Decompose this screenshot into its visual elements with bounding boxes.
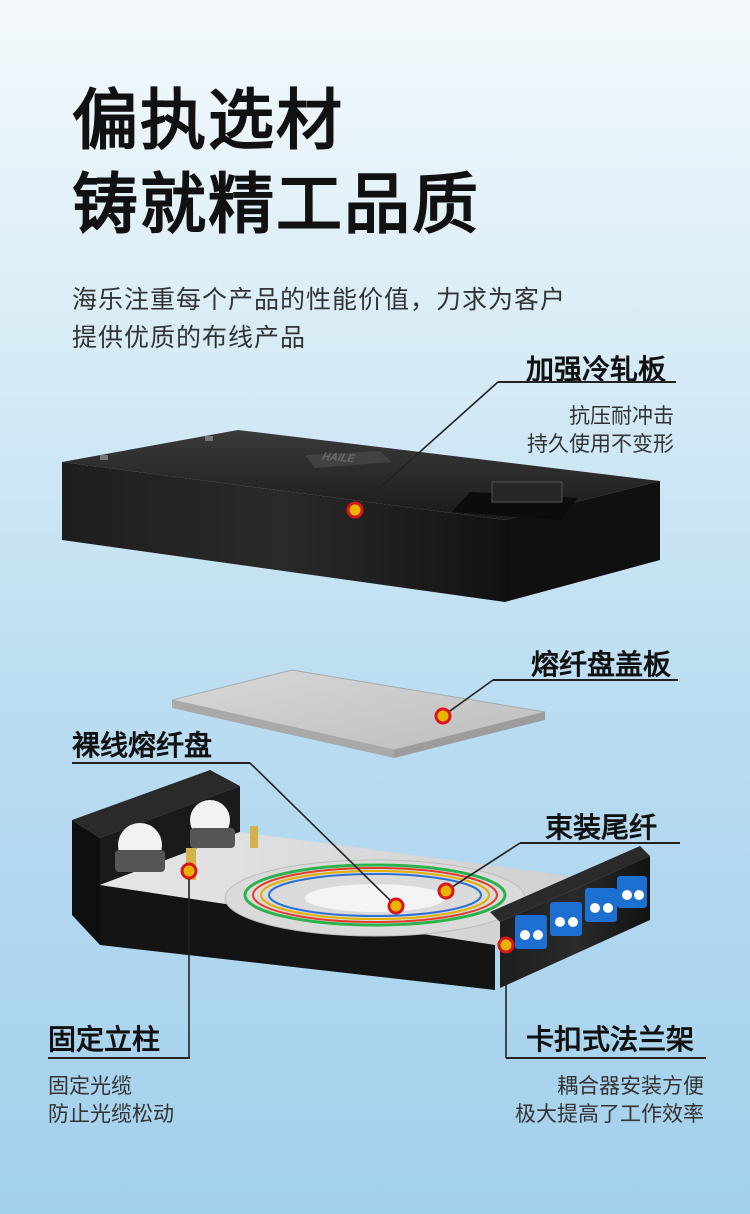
splice-tray-label: 裸线熔纤盘 [72, 729, 213, 762]
fixing-post-label: 固定立柱 [48, 1023, 161, 1056]
headline-line1: 偏执选材 [72, 82, 344, 159]
pigtail-rule [520, 842, 680, 844]
top-cover-desc1: 抗压耐冲击 [569, 404, 674, 428]
brand-mark: HAILE [319, 450, 358, 466]
flange-rule [506, 1057, 706, 1059]
fixing-post-desc2: 防止光缆松动 [48, 1102, 174, 1126]
top-cover [62, 430, 660, 602]
top-cover-label: 加强冷轧板 [526, 353, 667, 386]
fixing-post-desc1: 固定光缆 [48, 1074, 132, 1098]
intro-line2: 提供优质的布线产品 [72, 323, 307, 352]
splice-cover-rule [493, 679, 678, 681]
flange-desc1: 耦合器安装方便 [557, 1074, 704, 1098]
splice-tray-rule [72, 762, 250, 764]
splice-cover-label: 熔纤盘盖板 [531, 648, 672, 681]
marker-flange [497, 936, 515, 954]
headline-line2: 铸就精工品质 [72, 166, 480, 243]
marker-pigtail [437, 882, 455, 900]
bare-fiber-splice-tray [224, 859, 526, 937]
intro-line1: 海乐注重每个产品的性能价值，力求为客户 [72, 285, 567, 314]
marker-top-cover [346, 501, 364, 519]
flange-desc2: 极大提高了工作效率 [515, 1102, 704, 1126]
lc-adapters [515, 876, 647, 949]
top-cover-desc2: 持久使用不变形 [527, 432, 674, 456]
marker-splice-cover [434, 707, 452, 725]
splice-cover-plate [171, 669, 546, 758]
leader-lines [188, 381, 521, 1058]
marker-fixing-post [180, 862, 198, 880]
marker-splice-tray [387, 897, 405, 915]
pigtail-label: 束装尾纤 [545, 811, 658, 844]
top-cover-rule [498, 381, 676, 383]
fixing-post-rule [48, 1057, 190, 1059]
flange-label: 卡扣式法兰架 [526, 1023, 695, 1056]
